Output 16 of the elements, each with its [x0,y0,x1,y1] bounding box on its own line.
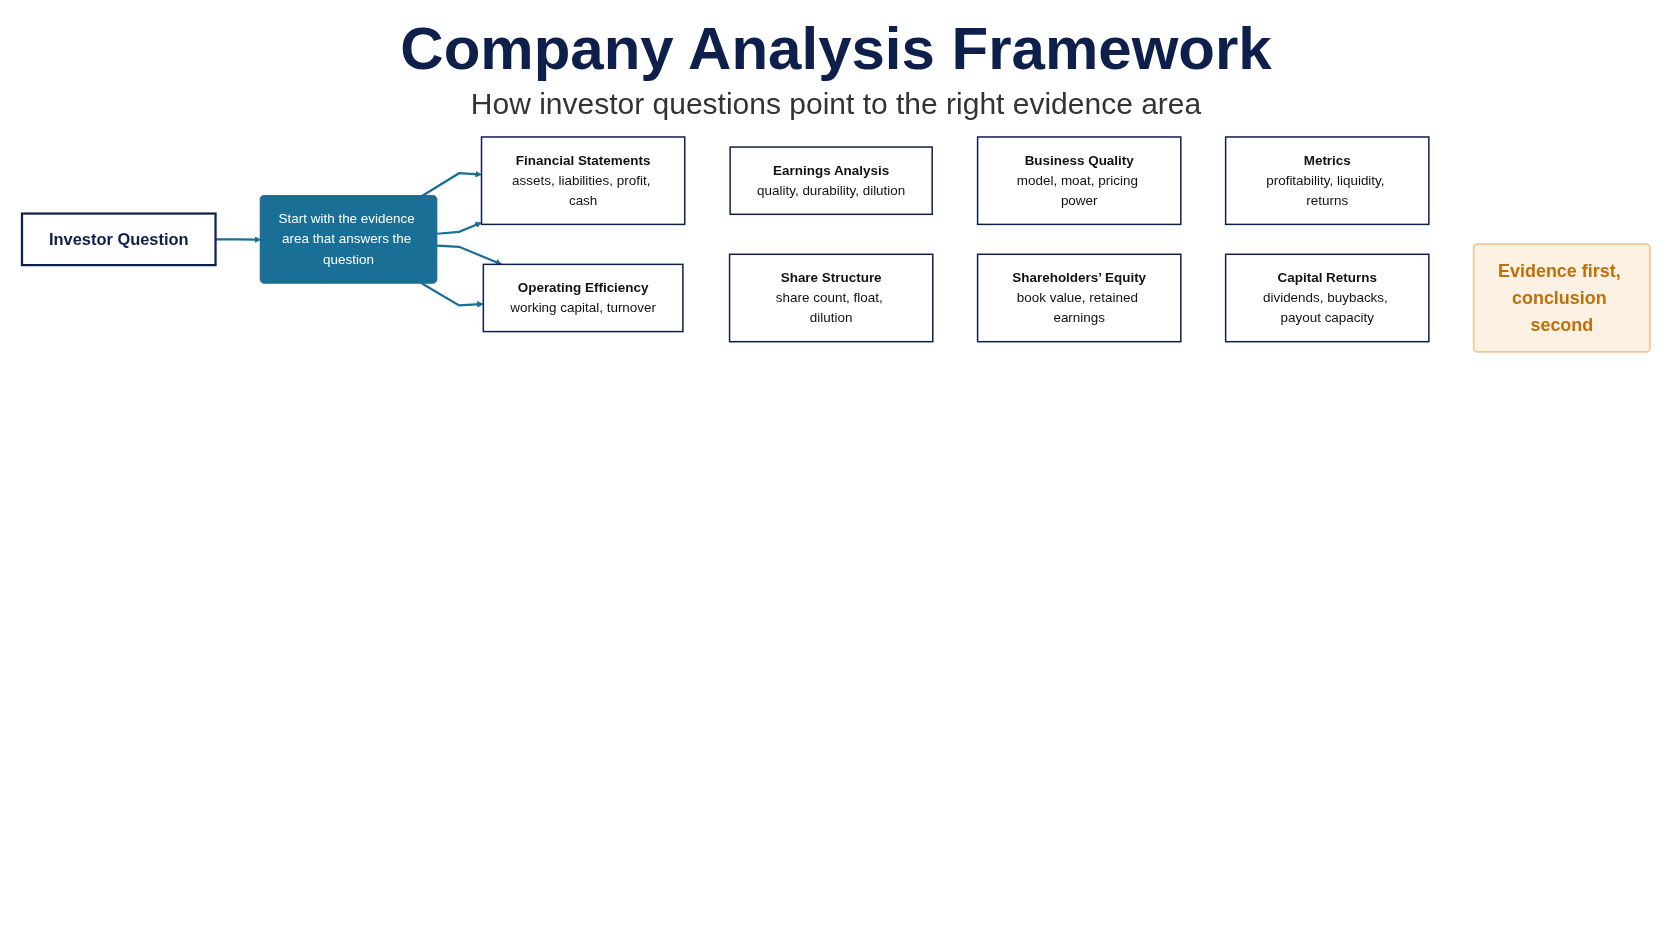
arrow [421,282,484,308]
arrow [421,170,482,197]
subtitle: How investor questions point to the right evidence area [469,87,1203,121]
node-box: Share Structure share count, float, dilution [728,253,934,343]
node-box: Investor Question [20,212,217,267]
node-box: Earnings Analysis quality, durability, dilution [729,146,933,216]
arrow [436,221,482,235]
node-box: Shareholders’ Equity book value, retained earnings [976,253,1182,343]
title: Company Analysis Framework [399,14,1273,83]
node-box: Capital Returns dividends, buybacks, payout capacity [1224,253,1430,343]
node-box: Business Quality model, moat, pricing power [976,136,1182,226]
node-box: Financial Statements assets, liabilities, profit, cash [480,136,686,226]
arrow [215,236,262,243]
arrow [437,244,502,266]
node-box: Operating Efficiency working capital, turnover [482,263,684,333]
node-box: Metrics profitability, liquidity, returns [1224,136,1430,226]
